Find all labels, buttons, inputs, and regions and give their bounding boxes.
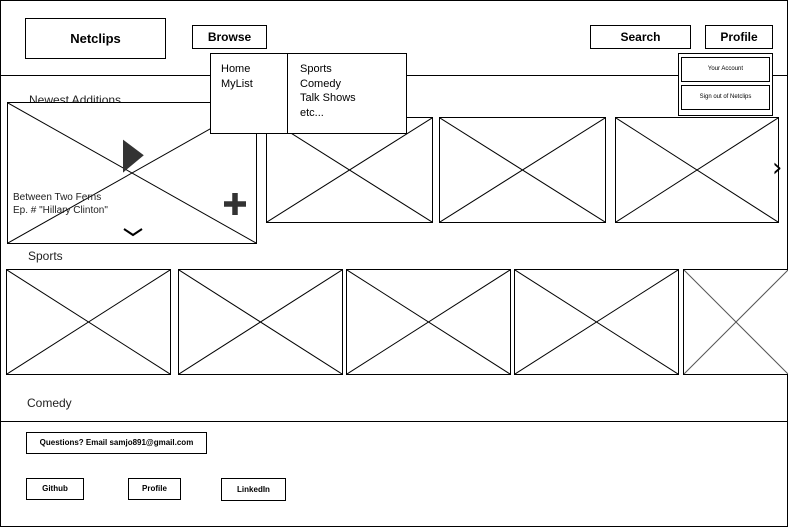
browse-genre-list: Sports Comedy Talk Shows etc... [300, 62, 356, 120]
placeholder-image [684, 270, 788, 374]
menu-item-home[interactable]: Home [221, 63, 251, 75]
logo[interactable]: Netclips [25, 18, 166, 59]
search-button[interactable]: Search [590, 25, 691, 49]
section-title-sports: Sports [28, 249, 63, 263]
menu-item-etc[interactable]: etc... [300, 106, 324, 119]
placeholder-image [7, 270, 170, 374]
sign-out-button[interactable]: Sign out of Netclips [681, 85, 770, 110]
footer-profile-link[interactable]: Profile [128, 478, 181, 500]
section-title-comedy: Comedy [27, 396, 72, 410]
menu-item-sports[interactable]: Sports [300, 63, 332, 75]
play-icon[interactable] [123, 137, 149, 177]
github-link[interactable]: Github [26, 478, 84, 500]
placeholder-image [440, 118, 605, 222]
sports-tile[interactable] [178, 269, 343, 375]
plus-icon[interactable] [224, 193, 246, 215]
browse-button[interactable]: Browse [192, 25, 267, 49]
placeholder-image [267, 118, 432, 222]
featured-title: Between Two Ferns Ep. # "Hillary Clinton… [13, 191, 108, 217]
placeholder-image [616, 118, 778, 222]
sports-tile[interactable] [6, 269, 171, 375]
menu-item-talk-shows[interactable]: Talk Shows [300, 92, 356, 104]
menu-item-mylist[interactable]: MyList [221, 77, 253, 90]
linkedin-link[interactable]: LinkedIn [221, 478, 286, 501]
sports-tile[interactable] [514, 269, 679, 375]
newest-tile[interactable] [266, 117, 433, 223]
placeholder-image [515, 270, 678, 374]
footer-divider [0, 421, 788, 422]
browse-nav-list: Home MyList [221, 62, 253, 91]
placeholder-image [179, 270, 342, 374]
menu-item-comedy[interactable]: Comedy [300, 77, 341, 90]
your-account-button[interactable]: Your Account [681, 57, 770, 82]
profile-button[interactable]: Profile [705, 25, 773, 49]
chevron-down-icon[interactable] [123, 227, 143, 237]
profile-dropdown: Your Account Sign out of Netclips [678, 53, 773, 116]
browse-dropdown-divider [287, 54, 288, 133]
featured-title-line2: Ep. # "Hillary Clinton" [13, 205, 108, 216]
newest-tile[interactable] [439, 117, 606, 223]
sports-tile[interactable] [683, 269, 788, 375]
featured-title-line1: Between Two Ferns [13, 192, 102, 203]
browse-dropdown: Home MyList Sports Comedy Talk Shows etc… [210, 53, 407, 134]
placeholder-image [347, 270, 510, 374]
carousel-next-icon[interactable]: › [772, 153, 783, 183]
newest-tile[interactable] [615, 117, 779, 223]
contact-email-button[interactable]: Questions? Email samjo891@gmail.com [26, 432, 207, 454]
sports-tile[interactable] [346, 269, 511, 375]
